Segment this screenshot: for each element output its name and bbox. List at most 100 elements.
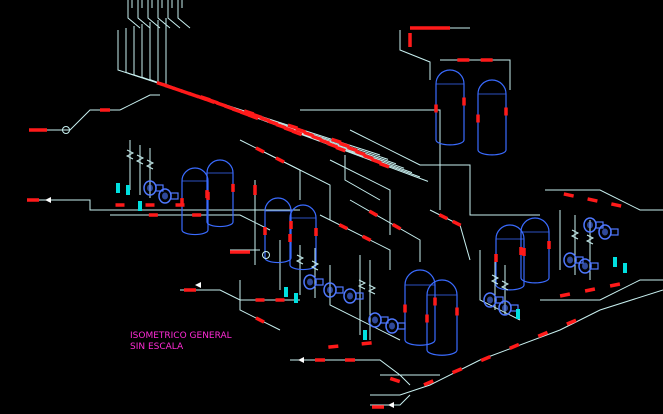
pipe-segment [380,374,411,386]
pump-hub [502,304,508,312]
vessel-icon [495,224,525,291]
vessel-icon [477,79,507,156]
valve-icon [294,293,298,303]
pipe-segment [370,394,411,406]
valve-icon [357,279,367,290]
pump-hub [307,278,313,286]
flow-marker [438,213,449,221]
flow-marker [584,287,596,293]
flow-marker [328,344,339,349]
pump-motor [315,278,324,286]
flow-marker [335,145,346,153]
vessel-icon [426,279,458,356]
flow-marker-layer [27,26,622,409]
flow-marker [339,141,350,149]
valve-icon [585,234,595,245]
valve-icon [135,154,145,165]
vessel-shell [426,279,458,356]
flow-marker [164,83,175,91]
vessel-shell [477,79,507,156]
valve-icon [126,185,130,195]
flange-icon [62,126,70,134]
pump-motor [355,292,364,300]
valve-icon [570,229,580,240]
flow-arrow-icon [388,402,394,408]
drawing-title: ISOMETRICO GENERAL [130,331,232,341]
pump-icon [303,274,324,290]
vessel-icon [520,217,550,284]
flow-marker [275,156,285,164]
pump-hub [389,322,395,330]
pump-motor [170,192,179,200]
pipe-segment [399,30,431,80]
flow-marker [361,234,372,242]
pump-hub [347,292,353,300]
valve-icon [125,149,135,160]
flow-marker [537,330,549,338]
pump-hub [327,286,333,294]
flow-marker [563,192,575,198]
flow-marker [255,146,265,154]
flow-marker [355,149,366,157]
flow-marker [371,157,382,165]
flow-marker [259,116,271,123]
flow-marker [291,129,303,137]
flow-marker [275,122,287,130]
flow-marker [196,94,207,102]
valve-icon [295,254,305,265]
pump-icon [385,318,406,334]
pipe-segment [137,0,151,29]
pipe-segment [177,0,191,29]
flow-marker [347,145,358,153]
pipe-segment [479,250,521,321]
drawing-scale-note: SIN ESCALA [130,342,184,352]
valve-icon [284,287,288,297]
pump-icon [143,180,164,196]
pipe-segment [370,289,663,396]
vessel-shell [435,69,465,146]
pipe-segment [167,0,181,29]
flow-arrow-icon [45,197,51,203]
pipe-segment [344,155,381,201]
pump-hub [162,192,168,200]
pipe-segment [545,189,663,211]
pipe-segment [469,170,540,216]
pump-hub [147,184,153,192]
vessel-shell [520,217,550,284]
pump-icon [498,300,519,316]
flow-marker [587,197,598,203]
pump-motor [495,296,504,304]
flow-marker [311,134,322,142]
vessel-icon [264,197,292,264]
vessel-shell [264,197,292,264]
pipe-segment [329,159,391,235]
vessel-icon [435,69,465,146]
flow-marker [338,223,349,231]
valve-icon [138,201,142,211]
flow-marker [156,80,167,88]
pipe-segment [540,279,663,301]
valve-icon [500,280,510,291]
vessel-icon [181,167,209,236]
pipe-segment [119,94,160,111]
flow-marker [566,318,577,326]
equipment-layer [45,69,627,408]
flow-marker [451,367,463,375]
pipe-segment [30,199,300,211]
flow-marker [267,119,279,126]
pump-hub [372,316,378,324]
valve-icon [623,263,627,273]
pump-icon [598,224,619,240]
pump-icon [158,188,179,204]
pump-icon [343,288,364,304]
pipe-segment [329,265,401,341]
vessel-icon [206,159,234,228]
flow-marker [188,91,199,99]
pump-motor [397,322,406,330]
valve-icon [145,159,155,170]
flow-marker [283,126,295,133]
flange-icon [262,251,270,259]
valve-icon [367,284,377,295]
pump-motor [590,262,599,270]
